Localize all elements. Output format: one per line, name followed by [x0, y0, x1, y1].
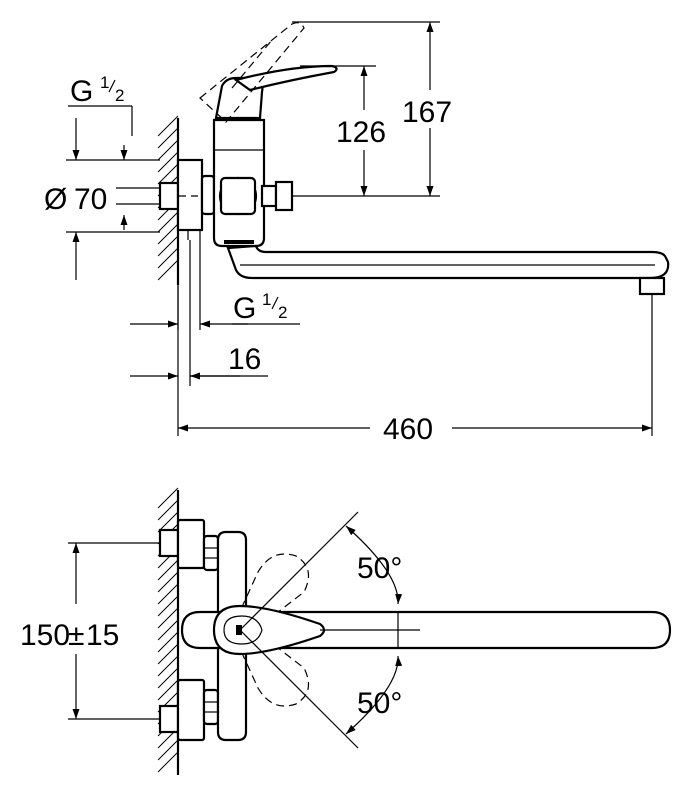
- tolerance-sign: ±: [68, 619, 84, 652]
- diameter-symbol: Ø: [44, 183, 67, 216]
- thread-bottom-denominator: 2: [278, 303, 287, 322]
- wall-hatch-line: [157, 259, 179, 281]
- tap-body: [212, 118, 294, 248]
- wall-hatch-line: [157, 139, 179, 161]
- wall-gap-value: 16: [228, 343, 261, 376]
- centres-value: 150: [20, 619, 70, 652]
- wall-hatch-line: [157, 739, 179, 761]
- wall-hatch-line: [157, 595, 179, 617]
- wall-hatch-line: [157, 571, 179, 593]
- wall-hatch-line: [157, 211, 179, 233]
- projection-value: 460: [383, 413, 433, 446]
- thread-top-letter: G: [70, 75, 93, 108]
- wall-hatch-line: [157, 163, 179, 185]
- wall-hatch-line: [157, 667, 179, 689]
- eccentric-connector: [158, 158, 216, 240]
- wall-hatch-line: [157, 511, 179, 533]
- wall-hatch-line: [157, 487, 179, 509]
- spout: [226, 244, 670, 296]
- wall-hatch-line: [157, 607, 179, 629]
- dim-centres: 150 ± 15: [20, 542, 160, 720]
- lever-ghost-positions: [235, 553, 310, 707]
- wall-hatch-line: [157, 115, 179, 137]
- angle-upper-value: 50°: [357, 552, 402, 585]
- tolerance-value: 15: [86, 619, 119, 652]
- wall-hatch-line: [157, 679, 179, 701]
- thread-top-denominator: 2: [115, 86, 124, 105]
- wall-hatch-line: [157, 247, 179, 269]
- thread-bottom-numerator: 1: [262, 290, 271, 309]
- wall-hatch-line: [157, 619, 179, 641]
- dim-thread-top: G 1 2: [68, 73, 133, 230]
- dim-wall-gap: 16: [130, 240, 268, 386]
- wall-hatch-line: [157, 127, 179, 149]
- connector-upper: [158, 518, 220, 572]
- wall-hatch-line: [157, 643, 179, 665]
- wall-hatch-line: [157, 751, 179, 773]
- dim-thread-bottom: G 1 2: [130, 230, 300, 330]
- diameter-value: 70: [74, 183, 107, 216]
- connector-lower: [158, 678, 220, 742]
- lever-handle: [199, 22, 338, 123]
- wall-hatch-line: [157, 655, 179, 677]
- height-167-value: 167: [402, 96, 452, 129]
- angle-lower-value: 50°: [357, 687, 402, 720]
- dim-angles: 50° 50°: [239, 511, 420, 749]
- dim-diameter: Ø 70: [44, 118, 160, 280]
- height-126-value: 126: [336, 116, 386, 149]
- dim-projection: 460: [177, 286, 653, 446]
- wall-hatch-line: [157, 151, 179, 173]
- thread-bottom-letter: G: [233, 292, 256, 325]
- top-view: 150 ± 15 50° 50°: [20, 487, 672, 775]
- wall-hatch-line: [157, 583, 179, 605]
- wall-hatch-line: [157, 235, 179, 257]
- dim-heights: 126 167: [292, 21, 452, 197]
- wall-hatch-line: [157, 499, 179, 521]
- wall-hatch-line: [157, 631, 179, 653]
- wall-hatch-line: [157, 223, 179, 245]
- wall-hatch-line: [157, 559, 179, 581]
- side-view: G 1 2 Ø 70 G 1: [44, 21, 670, 446]
- thread-top-numerator: 1: [100, 73, 109, 92]
